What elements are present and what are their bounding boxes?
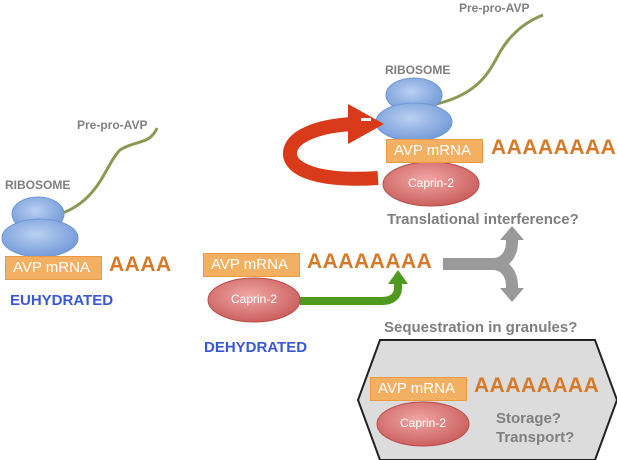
caprin-middle-shape <box>207 277 301 323</box>
polya-tail-middle: AAAAAAAA <box>307 250 433 273</box>
caprin-middle-label: Caprin-2 <box>230 292 278 306</box>
red-arrow-head <box>348 104 384 144</box>
green-arrow <box>300 282 402 305</box>
peptide-chain-top <box>431 13 544 107</box>
red-curved-arrow <box>283 117 379 186</box>
ribosome-top-large-subunit <box>375 102 453 142</box>
gray-arrow-head-down <box>500 288 524 302</box>
mrna-box-top: AVP mRNA <box>386 139 483 163</box>
gray-arrow-head-up <box>500 226 524 240</box>
sequestration-label: Sequestration in granules? <box>384 319 578 336</box>
polya-tail-granule: AAAAAAAA <box>474 374 600 397</box>
dehydrated-label: DEHYDRATED <box>204 339 308 356</box>
transport-label: Transport? <box>496 429 575 446</box>
mrna-box-middle: AVP mRNA <box>203 253 300 277</box>
translational-interference-label: Translational interference? <box>387 211 579 228</box>
ribosome-left-large-subunit <box>1 218 79 258</box>
peptide-chain-left <box>59 127 159 216</box>
pre-pro-avp-top-label: Pre-pro-AVP <box>459 1 530 15</box>
caprin-granule-shape <box>376 401 470 447</box>
red-arrow-inhibit-bar <box>361 118 371 121</box>
ribosome-top-label: RIBOSOME <box>385 63 451 77</box>
polya-tail-left: AAAA <box>109 253 172 276</box>
mrna-box-left: AVP mRNA <box>5 256 102 280</box>
green-arrow-head <box>388 270 408 284</box>
caprin-top-label: Caprin-2 <box>407 176 455 190</box>
gray-branch-arrow <box>443 236 518 292</box>
pre-pro-avp-left-label: Pre-pro-AVP <box>77 118 148 132</box>
polya-tail-top: AAAAAAAA <box>491 136 617 159</box>
caprin-granule-label: Caprin-2 <box>399 416 447 430</box>
storage-label: Storage? <box>496 410 562 427</box>
euhydrated-label: EUHYDRATED <box>10 292 114 309</box>
ribosome-left-label: RIBOSOME <box>5 178 71 192</box>
mrna-box-granule: AVP mRNA <box>370 377 467 401</box>
